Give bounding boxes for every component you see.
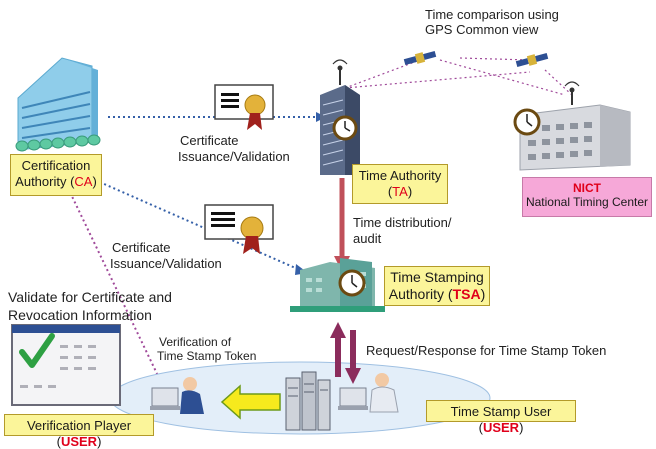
- cert-issuance-label-top: Certificate Issuance/Validation: [178, 133, 290, 165]
- tsa-label-line2: Authority (TSA): [388, 285, 486, 302]
- gps-link-lines: [344, 57, 573, 96]
- cert-issuance-label-mid: Certificate Issuance/Validation: [110, 240, 222, 272]
- tsa-building-icon: [290, 258, 385, 312]
- request-up-arrow-shaft: [335, 335, 341, 377]
- ca-abbr: CA: [74, 173, 93, 189]
- validate-label: Validate for Certificate and Revocation …: [8, 289, 172, 323]
- player-abbr: USER: [60, 433, 98, 449]
- server-icon: [285, 371, 331, 431]
- satellite-icon: [403, 50, 437, 66]
- ta-label-line1: Time Authority: [358, 168, 442, 183]
- ca-label-line2: Authority (CA): [15, 173, 97, 189]
- time-stamp-user-box: Time Stamp User (USER): [426, 400, 576, 435]
- tsa-label-line1: Time Stamping: [390, 269, 484, 285]
- nict-building-icon: [519, 81, 631, 171]
- request-response-label: Request/Response for Time Stamp Token: [366, 343, 607, 358]
- response-down-arrowhead: [345, 368, 361, 384]
- user-person-icon: [338, 373, 399, 413]
- time-distribution-label: Time distribution/ audit: [353, 215, 452, 247]
- verification-of-token-label: Verification of Time Stamp Token: [157, 335, 257, 363]
- ta-abbr: TA: [392, 183, 408, 199]
- diagram-canvas: [11, 50, 631, 435]
- verification-flow-arrow: [220, 384, 281, 420]
- clock-icon: [513, 108, 541, 136]
- ca-to-player-dotted-line: [67, 187, 161, 381]
- clock-icon: [332, 115, 358, 141]
- user-person-icon: [150, 377, 204, 414]
- tsa-label-box: Time Stamping Authority (TSA): [384, 266, 490, 306]
- certificate-icon: [214, 84, 274, 130]
- ca-label-box: Certification Authority (CA): [10, 154, 102, 196]
- request-up-arrowhead: [330, 322, 346, 338]
- user-abbr: USER: [482, 419, 520, 435]
- certificate-icon: [204, 204, 274, 254]
- verification-player-box: Verification Player (USER): [4, 414, 154, 449]
- nict-label-line2: National Timing Center: [525, 195, 649, 210]
- ta-label-line2: (TA): [387, 183, 413, 199]
- nict-label-box: NICT National Timing Center: [522, 177, 652, 217]
- ca-to-tsa-dotted-line: [94, 179, 301, 271]
- ca-building-icon: [15, 57, 101, 152]
- gps-label: Time comparison using GPS Common view: [425, 7, 559, 37]
- ca-label-line1: Certification: [21, 158, 91, 173]
- ta-label-box: Time Authority (TA): [352, 164, 448, 204]
- response-down-arrow-shaft: [350, 330, 356, 372]
- tsa-abbr: TSA: [452, 285, 481, 302]
- checklist-screen-icon: [11, 324, 121, 406]
- clock-icon: [338, 269, 366, 297]
- nict-label-line1: NICT: [573, 181, 601, 195]
